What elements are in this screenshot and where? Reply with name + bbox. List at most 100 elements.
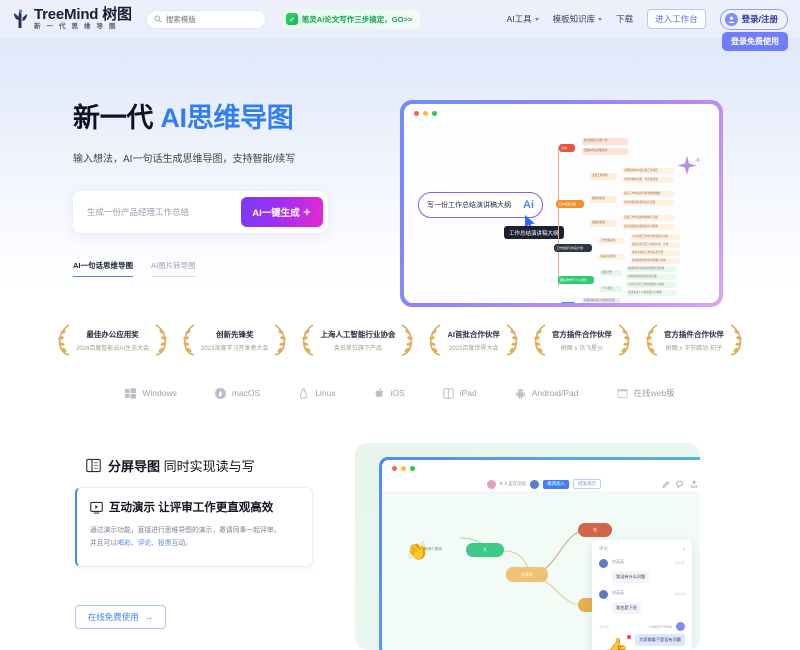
mockup-mindmap: 引言 要点概述与议程介绍 回顾本年度重要成果 工作成果总结 主要工作内容 详细描… (554, 128, 719, 303)
laurel-right-icon (402, 324, 414, 356)
platform-ipad[interactable]: iPad (442, 387, 477, 399)
comment-row: 刘英英 12:19 我也是下班 (599, 590, 685, 614)
mindmap-leaf: 总结出可沉淀下来的方法、方法 (630, 242, 680, 248)
comment-meta: 刘英英 12:19 (612, 590, 685, 596)
award-item: 创新先锋奖 2023深度学习开发者大会 (181, 323, 288, 357)
workspace-button[interactable]: 进入工作台 (647, 9, 706, 29)
share-icon[interactable] (690, 480, 698, 488)
mindmap-leaf: 面临的挑战 (590, 220, 616, 227)
feature-card-heading: 互动演示 让评审工作更直观高效 (90, 499, 299, 515)
laurel-left-icon (533, 324, 546, 356)
avatar (599, 590, 608, 599)
search-icon (154, 15, 162, 23)
laurel-right-icon (506, 324, 518, 356)
prompt-input[interactable]: 生成一份产品经理工作总结 (87, 207, 190, 217)
presentation-window-frame: 9 人正在浏览 邀请加入 结束演示 👏 (379, 457, 700, 650)
login-button[interactable]: 登录/注册 (719, 8, 788, 30)
laurel-left-icon (429, 324, 441, 356)
pen-icon[interactable] (662, 480, 670, 488)
platform-windows[interactable]: Windows (125, 387, 177, 399)
platform-linux[interactable]: Linux (298, 387, 336, 399)
mockup-tooltip: 工作总结演讲稿大纲 (504, 226, 564, 239)
mindmap-leaf: 取得的成就 (590, 196, 616, 203)
comment-item: 12:20 LYN2777100 大家都看下是否有问题 (599, 622, 685, 646)
mockup-titlebar (404, 104, 719, 122)
platform-ios[interactable]: iOS (374, 387, 405, 399)
laurel-left-icon (183, 324, 195, 356)
search-input[interactable] (165, 14, 258, 24)
avatar (676, 622, 685, 631)
hero-subtitle: 输入想法，AI一句话生成思维导图，支持智能/续写 (73, 154, 296, 165)
comment-time: 12:19 (674, 590, 685, 596)
award-title: 官方插件合作伙伴 (663, 329, 724, 339)
platform-macos[interactable]: macOS (214, 387, 261, 399)
feature-title: 分屏导图 同时实现读与写 (108, 456, 255, 475)
viewer-avatar (486, 479, 496, 489)
platform-label: macOS (231, 388, 261, 398)
mindmap-leaf: 分享自己在工作中的成长与收获 (626, 282, 676, 288)
mindmap-node: 花 (578, 523, 612, 537)
tab-image-to-mindmap[interactable]: AI图片转导图 (151, 260, 196, 277)
prompt-card[interactable]: 生成一份产品经理工作总结 AI一键生成 (73, 191, 328, 233)
close-icon[interactable]: × (682, 546, 685, 552)
mockup-canvas: 写一份工作总结演讲稿大纲 Ai 工作总结演讲稿大纲 引言 (404, 122, 719, 303)
feature-desc-pre: 并且可以 (90, 539, 118, 547)
thumbs-up-emoji: 👍 (604, 638, 629, 650)
promo-banner[interactable]: 笔灵Ai论文写作三步搞定，GO>> (281, 9, 421, 29)
laurel-right-icon (155, 324, 168, 356)
mindmap-leaf: 分享总结工作中的经验及方法论 (630, 234, 680, 240)
hero-tabs: AI一句话思维导图 AI图片转导图 (73, 260, 196, 277)
presentation-titlebar (382, 460, 700, 476)
window-maximize-dot (432, 110, 437, 116)
comment-author: 刘英英 (612, 559, 624, 564)
free-trial-button[interactable]: 在线免费使用 → (75, 605, 166, 629)
logo[interactable]: TreeMind 树图 新 一 代 思 维 导 图 (12, 7, 132, 31)
mindmap-leaf: 未来目标规划 (598, 254, 624, 260)
platform-android[interactable]: Android/Pad (515, 388, 579, 399)
award-item: AI首批合作伙伴 2023百度世界大会 (427, 323, 520, 357)
window-maximize-dot (410, 465, 415, 471)
comment-text: 大家都看下是否有问题 (635, 634, 685, 646)
comment-author: 刘英英 (612, 590, 624, 595)
feature-card-description: 通过演示功能，直接进行思维导图的演示，邀请同事一起评审， 并且可以喝彩、评论、投… (90, 525, 299, 550)
end-presentation-button[interactable]: 结束演示 (573, 479, 602, 489)
platform-web[interactable]: 在线web版 (617, 387, 675, 399)
platform-label: Android/Pad (531, 388, 579, 398)
promo-icon (285, 13, 298, 25)
feature-title-bold: 分屏导图 (108, 459, 161, 474)
award-title: 官方插件合作伙伴 (551, 329, 612, 339)
search-box[interactable] (145, 9, 266, 29)
hero-title-accent: AI思维导图 (160, 103, 294, 133)
mindmap-leaf: 描述团队协作中的策略与方向 (630, 258, 680, 264)
viewer-avatar (530, 479, 540, 489)
laurel-right-icon (618, 324, 630, 356)
mindmap-leaf: 表述未来个人发展目标与规划 (626, 290, 676, 296)
nav-item-templates[interactable]: 模板知识库 (553, 13, 603, 25)
platform-label: iOS (390, 388, 405, 398)
arrow-right-icon: → (144, 612, 154, 622)
award-subtitle: 2023百度世界大会 (449, 345, 499, 352)
comment-icon[interactable] (676, 480, 684, 488)
presentation-canvas: 👏 有哪个国家 大 长寿花 花 景 评论 (382, 493, 700, 650)
sparkle-icon (302, 207, 311, 217)
logo-subtitle: 新 一 代 思 维 导 图 (34, 23, 118, 31)
laurel-right-icon (730, 324, 742, 356)
login-label: 登录/注册 (741, 14, 778, 24)
platform-row: Windows macOS Linux iOS (0, 380, 800, 406)
windows-icon (125, 387, 137, 399)
clap-emoji: 👏 (406, 541, 429, 561)
nav-item-ai-tools[interactable]: AI工具 (507, 13, 539, 25)
treemind-logo-icon (14, 9, 27, 28)
invite-button[interactable]: 邀请加入 (543, 479, 570, 489)
tab-text-to-mindmap[interactable]: AI一句话思维导图 (73, 260, 133, 277)
mindmap-leaf: 主要工作内容 (590, 173, 616, 180)
generate-button[interactable]: AI一键生成 (241, 197, 323, 227)
laurel-right-icon (275, 324, 287, 356)
window-minimize-dot (423, 110, 428, 116)
award-subtitle: 树图 x 讯飞星火 (560, 345, 604, 352)
comment-time: 12:20 (599, 624, 610, 629)
feature-title-rest: 同时实现读与写 (163, 459, 255, 474)
nav-item-download[interactable]: 下载 (616, 13, 633, 25)
platform-label: iPad (459, 388, 477, 398)
